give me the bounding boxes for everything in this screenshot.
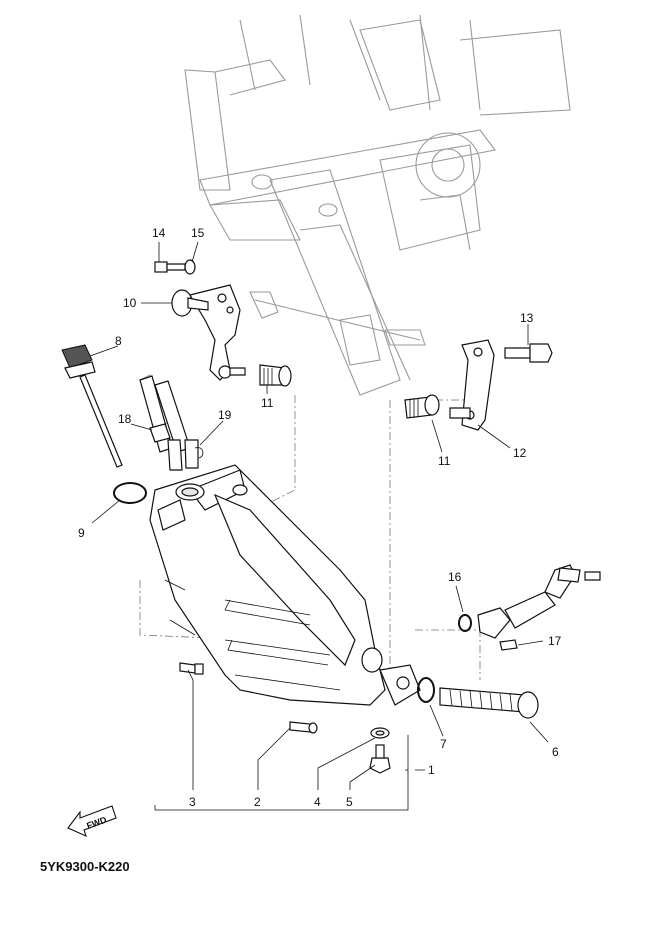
callout-15: 15 <box>191 226 205 240</box>
callout-17: 17 <box>548 634 562 648</box>
diagram-code: 5YK9300-K220 <box>40 859 130 874</box>
callout-14: 14 <box>152 226 166 240</box>
callout-13: 13 <box>520 311 534 325</box>
callout-10: 10 <box>123 296 137 310</box>
callout-3: 3 <box>189 795 196 809</box>
part-oring-7 <box>417 677 435 703</box>
part-oring-16 <box>458 614 472 632</box>
callout-1: 1 <box>428 763 435 777</box>
part-plug-11a <box>259 364 292 387</box>
part-bracket-12 <box>449 339 495 431</box>
part-dipstick-8 <box>61 344 123 468</box>
part-bolt-14 <box>154 261 186 273</box>
part-pipe-assembly <box>477 564 601 651</box>
callout-labels: 1 2 3 4 5 6 7 8 9 10 11 11 12 13 14 15 1… <box>78 226 562 809</box>
callout-12: 12 <box>513 446 527 460</box>
fwd-arrow-icon: FWD <box>67 805 117 838</box>
oil-tank <box>149 464 421 706</box>
part-washer-4 <box>370 727 390 739</box>
leader-lines <box>89 241 549 790</box>
callout-19: 19 <box>218 408 232 422</box>
callout-4: 4 <box>314 795 321 809</box>
callout-6: 6 <box>552 745 559 759</box>
callout-8: 8 <box>115 334 122 348</box>
callout-2: 2 <box>254 795 261 809</box>
part-bracket-10 <box>171 284 246 381</box>
part-screen-6 <box>439 687 539 719</box>
part-plug-11b <box>404 394 440 419</box>
part-bolt-3 <box>179 662 204 675</box>
assembly-bracket <box>154 735 409 811</box>
part-hoses-18-19 <box>139 375 204 471</box>
callout-9: 9 <box>78 526 85 540</box>
part-nut-5 <box>369 744 391 774</box>
part-oring-9 <box>113 482 147 504</box>
frame-structure <box>139 14 571 427</box>
callout-5: 5 <box>346 795 353 809</box>
callout-16: 16 <box>448 570 462 584</box>
part-bolt-2 <box>289 721 318 734</box>
part-bolt-13 <box>504 343 553 363</box>
callout-18: 18 <box>118 412 132 426</box>
callout-7: 7 <box>440 737 447 751</box>
callout-11a: 11 <box>261 396 274 410</box>
part-washer-15 <box>184 259 196 275</box>
callout-11b: 11 <box>438 454 451 468</box>
